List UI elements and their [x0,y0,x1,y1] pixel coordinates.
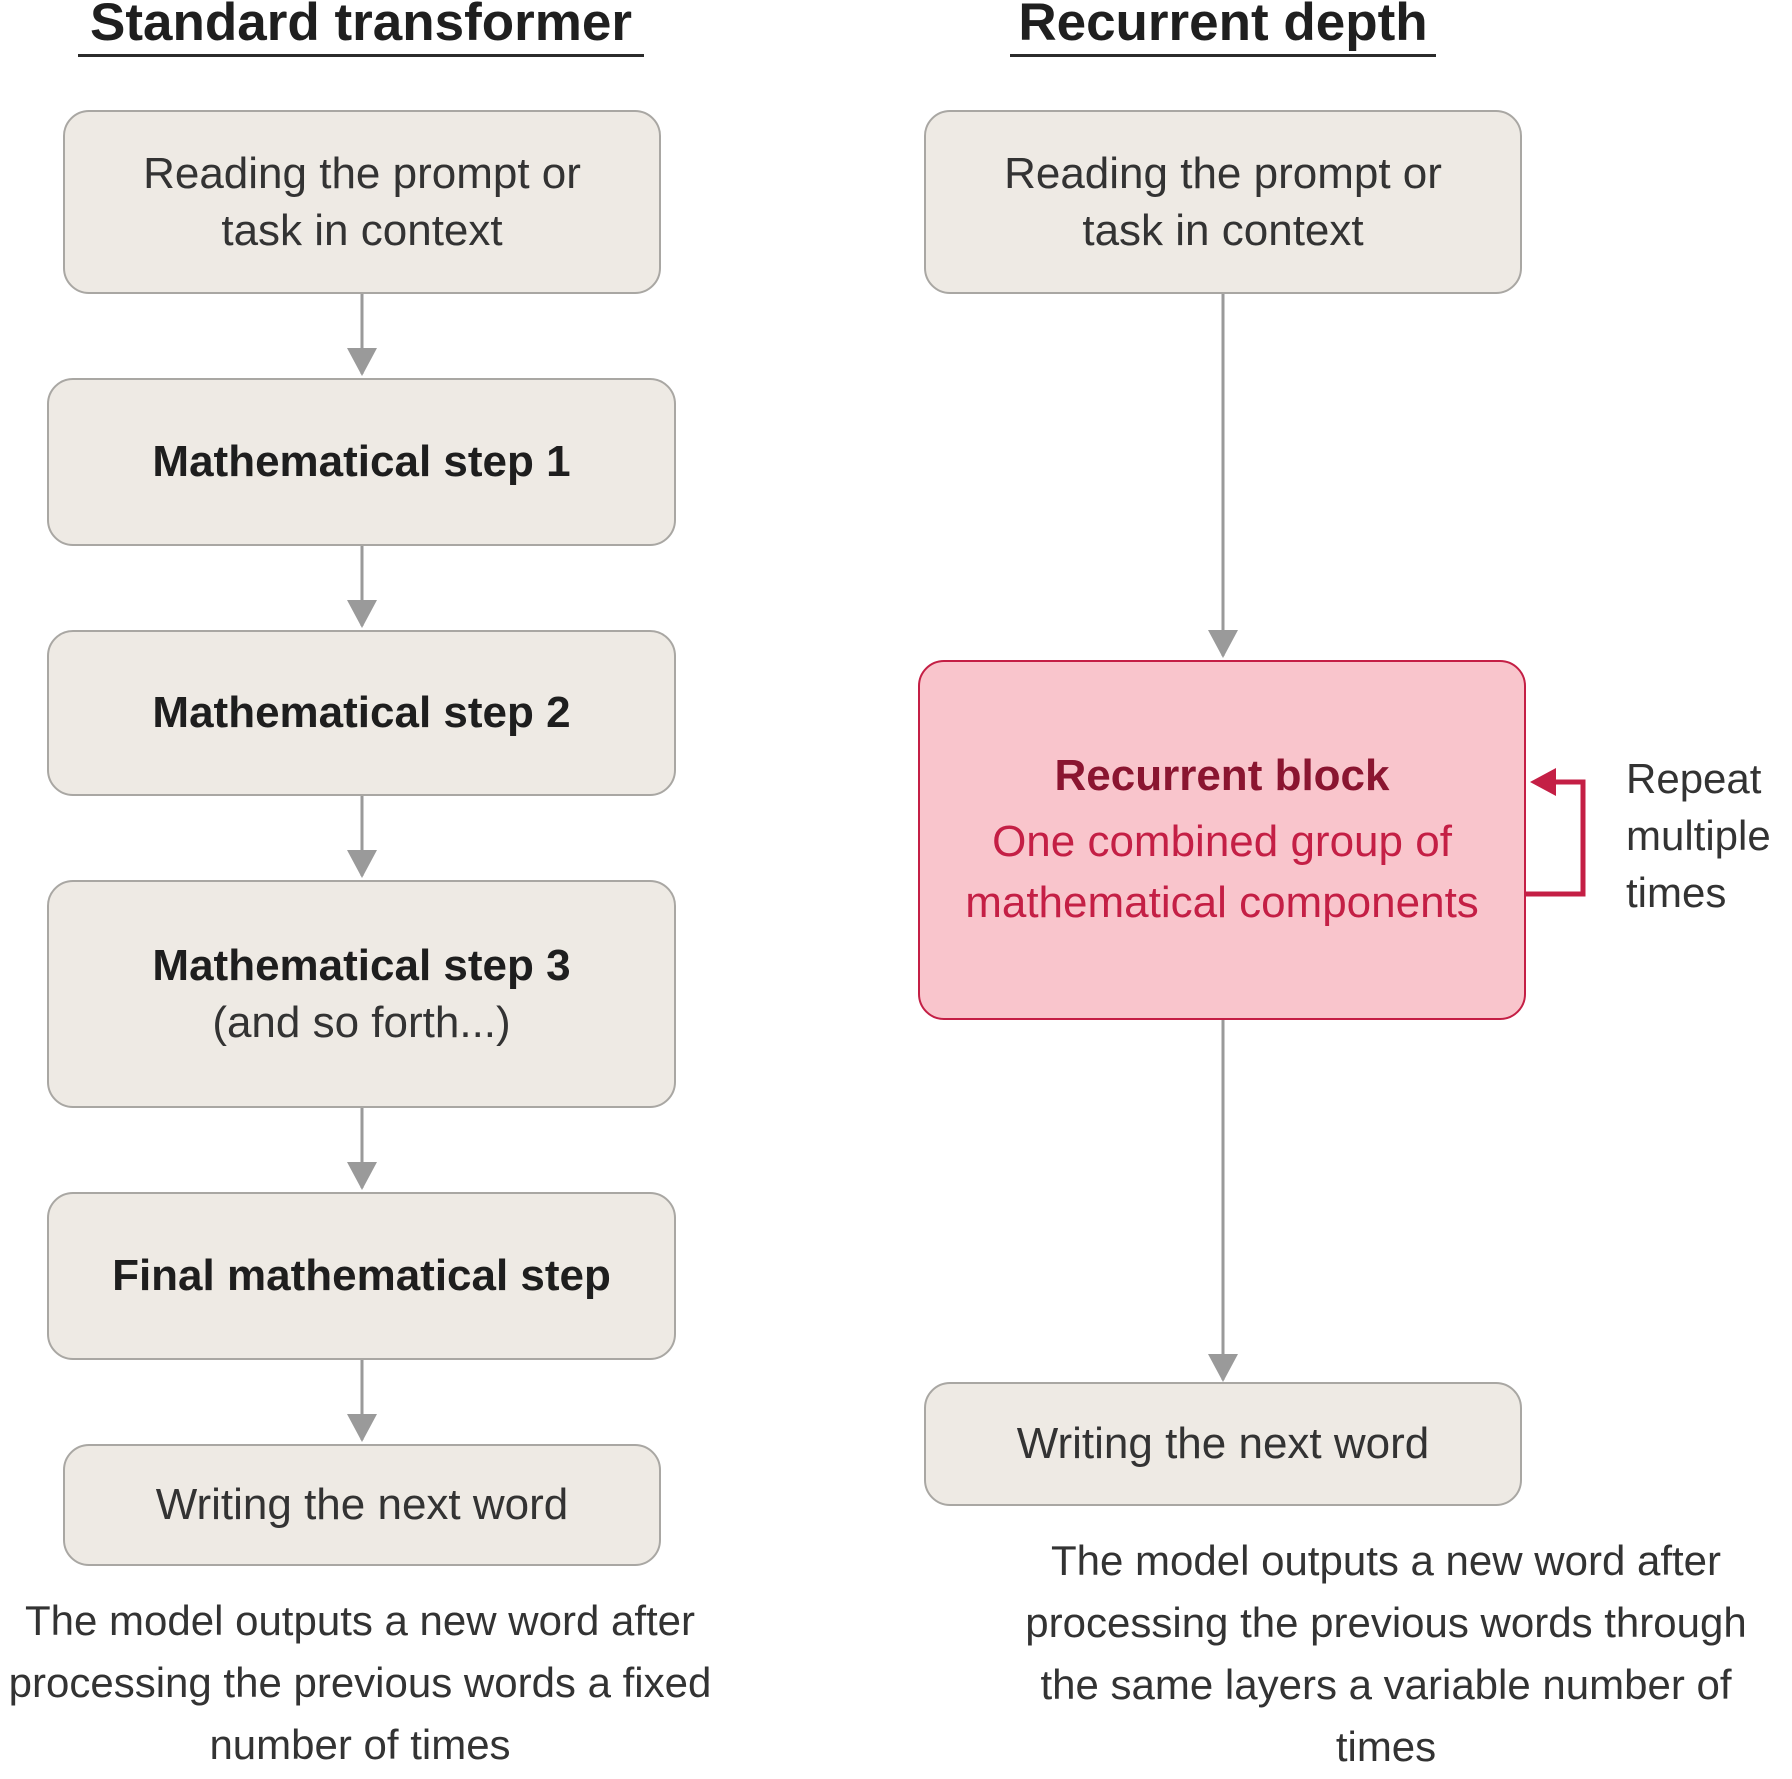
left-column-title-text: Standard transformer [90,0,632,52]
left-input-text: Reading the prompt or task in context [143,148,581,255]
right-input-box: Reading the prompt or task in context [924,110,1522,294]
right-output-box: Writing the next word [924,1382,1522,1506]
right-column-title: Recurrent depth [1010,0,1436,58]
repeat-label: Repeat multiple times [1626,755,1771,917]
arrowhead-left-5 [347,1414,377,1442]
math-step-3-box: Mathematical step 3 (and so forth...) [47,880,676,1108]
final-math-step-box: Final mathematical step [47,1192,676,1360]
math-step-2-text: Mathematical step 2 [152,688,571,738]
left-column-title: Standard transformer [78,0,644,58]
recurrent-block-description: One combined group of mathematical compo… [965,816,1479,927]
arrowhead-left-2 [347,600,377,628]
recurrent-block-box: Recurrent block One combined group of ma… [918,660,1526,1020]
arrowhead-left-1 [347,348,377,376]
final-math-step-text: Final mathematical step [112,1251,611,1301]
math-step-1-text: Mathematical step 1 [152,437,571,487]
repeat-loop-line [1526,779,1586,897]
arrowhead-left-4 [347,1162,377,1190]
recurrent-block-title: Recurrent block [1054,750,1390,800]
right-arrows [1208,294,1238,1382]
math-step-1-box: Mathematical step 1 [47,378,676,546]
left-arrows [347,294,377,1442]
left-output-box: Writing the next word [63,1444,661,1566]
right-input-text: Reading the prompt or task in context [1004,148,1442,255]
left-title-underline [78,54,644,58]
arrowhead-right-2 [1208,1354,1238,1382]
left-input-box: Reading the prompt or task in context [63,110,661,294]
math-step-2-box: Mathematical step 2 [47,630,676,796]
math-step-3-text: Mathematical step 3 [152,940,571,990]
repeat-loop-arrowhead [1530,768,1556,796]
left-output-text: Writing the next word [155,1480,569,1530]
right-title-underline [1010,54,1436,58]
repeat-loop-arrow [1526,768,1586,897]
right-output-text: Writing the next word [1016,1419,1430,1469]
math-step-3-subtext: (and so forth...) [212,998,511,1047]
right-caption: The model outputs a new word after proce… [1025,1537,1747,1771]
left-caption: The model outputs a new word after proce… [8,1597,712,1769]
arrowhead-left-3 [347,850,377,878]
right-column-title-text: Recurrent depth [1018,0,1428,52]
arrowhead-right-1 [1208,630,1238,658]
